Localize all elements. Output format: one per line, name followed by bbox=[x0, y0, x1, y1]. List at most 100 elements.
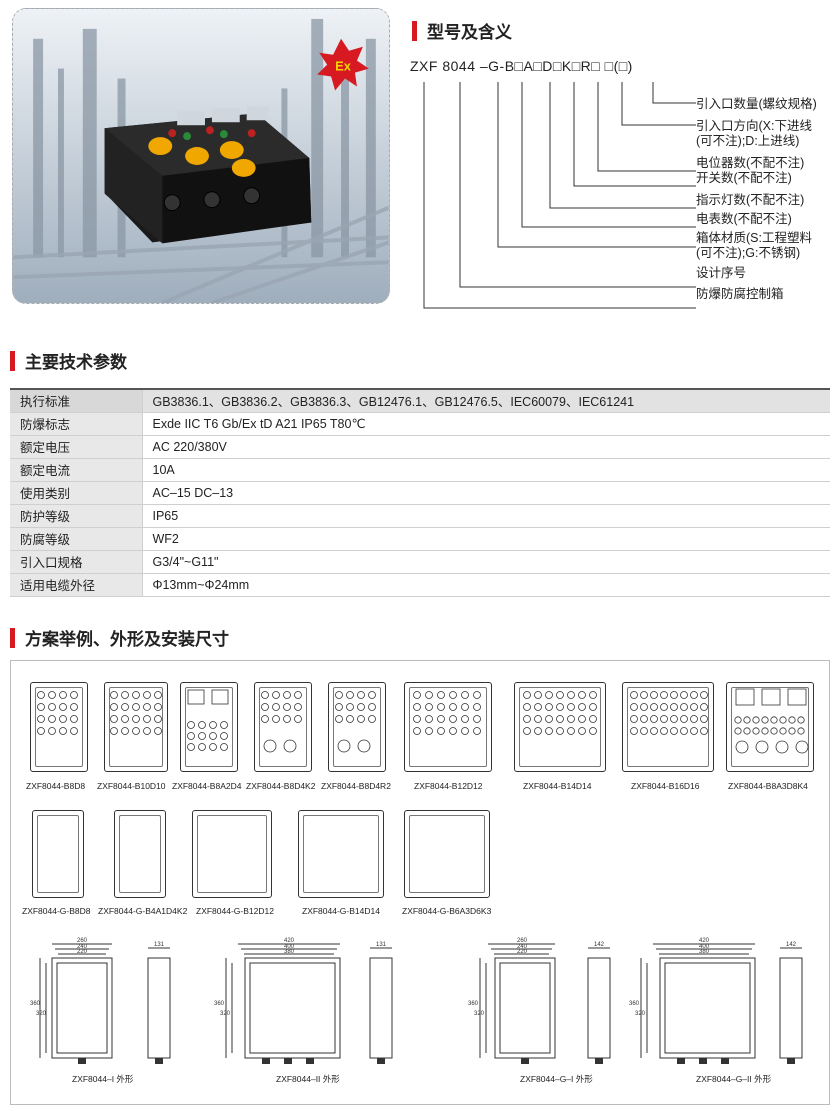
example-caption: ZXF8044-G-B8D8 bbox=[22, 906, 91, 916]
param-key: 防护等级 bbox=[10, 504, 143, 528]
param-key: 引入口规格 bbox=[10, 550, 143, 574]
component-dot bbox=[357, 691, 365, 699]
component-dot bbox=[357, 739, 371, 753]
component-dot bbox=[110, 715, 118, 723]
component-dot bbox=[567, 715, 575, 723]
component-dot bbox=[294, 703, 302, 711]
component-dot bbox=[143, 727, 151, 735]
component-dot bbox=[589, 715, 597, 723]
component-dot bbox=[752, 716, 760, 724]
component-dot bbox=[37, 715, 45, 723]
component-dot bbox=[198, 721, 206, 729]
component-dot bbox=[357, 703, 365, 711]
dim-text: 220 bbox=[517, 949, 528, 955]
component-dot bbox=[283, 691, 291, 699]
component-dot bbox=[700, 691, 708, 699]
component-dot bbox=[263, 739, 277, 753]
component-dot bbox=[272, 715, 280, 723]
component-dot bbox=[272, 691, 280, 699]
component-dot bbox=[346, 715, 354, 723]
component-dot bbox=[59, 715, 67, 723]
component-dot bbox=[461, 703, 469, 711]
component-dot bbox=[449, 715, 457, 723]
example-caption: ZXF8044-G-B6A3D6K3 bbox=[402, 906, 492, 916]
model-code: ZXF 8044 –G-B□A□D□K□R□ □(□) bbox=[410, 58, 633, 74]
example-box bbox=[32, 810, 84, 898]
component-dot bbox=[473, 727, 481, 735]
component-dot bbox=[110, 691, 118, 699]
meaning-item: 箱体材质(S:工程塑料 bbox=[696, 231, 812, 245]
component-dot bbox=[220, 721, 228, 729]
dim-text: 142 bbox=[594, 942, 605, 948]
dim-text: 320 bbox=[635, 1011, 646, 1017]
component-dot bbox=[700, 715, 708, 723]
component-dot bbox=[110, 727, 118, 735]
meaning-item: (可不注);D:上进线) bbox=[696, 134, 800, 148]
component-dot bbox=[461, 727, 469, 735]
component-dot bbox=[70, 715, 78, 723]
component-dot bbox=[143, 691, 151, 699]
product-photo: Ex bbox=[12, 8, 390, 304]
param-key: 额定电流 bbox=[10, 458, 143, 482]
component-dot bbox=[449, 703, 457, 711]
param-value: IP65 bbox=[142, 504, 830, 528]
dim-text: 240 bbox=[517, 944, 528, 950]
component-dot bbox=[59, 703, 67, 711]
component-dot bbox=[357, 715, 365, 723]
component-dot bbox=[660, 691, 668, 699]
example-box bbox=[30, 682, 88, 772]
meter-window bbox=[761, 688, 781, 706]
component-dot bbox=[143, 715, 151, 723]
component-dot bbox=[198, 732, 206, 740]
meter-window bbox=[211, 689, 229, 705]
component-dot bbox=[187, 721, 195, 729]
meaning-item: 电表数(不配不注) bbox=[696, 212, 792, 226]
component-dot bbox=[660, 727, 668, 735]
component-dot bbox=[797, 727, 805, 735]
component-dot bbox=[680, 715, 688, 723]
component-dot bbox=[755, 740, 769, 754]
component-dot bbox=[640, 715, 648, 723]
component-dot bbox=[523, 715, 531, 723]
section-marker bbox=[10, 350, 15, 371]
component-dot bbox=[650, 715, 658, 723]
component-dot bbox=[578, 715, 586, 723]
component-dot bbox=[110, 703, 118, 711]
component-dot bbox=[413, 691, 421, 699]
component-dot bbox=[59, 727, 67, 735]
component-dot bbox=[680, 727, 688, 735]
example-box bbox=[404, 682, 492, 772]
component-dot bbox=[534, 715, 542, 723]
example-box bbox=[114, 810, 166, 898]
component-dot bbox=[437, 727, 445, 735]
component-dot bbox=[70, 691, 78, 699]
example-box bbox=[404, 810, 490, 898]
component-dot bbox=[449, 691, 457, 699]
param-value: Exde IIC T6 Gb/Ex tD A21 IP65 T80℃ bbox=[142, 412, 830, 436]
component-dot bbox=[209, 743, 217, 751]
meaning-item: 指示灯数(不配不注) bbox=[696, 193, 805, 207]
dim-text: 320 bbox=[474, 1011, 485, 1017]
meaning-item: 电位器数(不配不注) bbox=[696, 156, 805, 170]
component-dot bbox=[775, 740, 789, 754]
component-dot bbox=[779, 716, 787, 724]
component-dot bbox=[523, 727, 531, 735]
component-dot bbox=[734, 716, 742, 724]
param-value: AC 220/380V bbox=[142, 435, 830, 459]
example-caption: ZXF8044-B8A3D8K4 bbox=[728, 781, 808, 791]
component-dot bbox=[700, 703, 708, 711]
component-dot bbox=[735, 740, 749, 754]
meter-window bbox=[187, 689, 205, 705]
component-dot bbox=[413, 703, 421, 711]
component-dot bbox=[261, 703, 269, 711]
component-dot bbox=[48, 715, 56, 723]
component-dot bbox=[545, 691, 553, 699]
component-dot bbox=[630, 727, 638, 735]
component-dot bbox=[640, 691, 648, 699]
component-dot bbox=[461, 691, 469, 699]
component-dot bbox=[670, 727, 678, 735]
component-dot bbox=[413, 727, 421, 735]
